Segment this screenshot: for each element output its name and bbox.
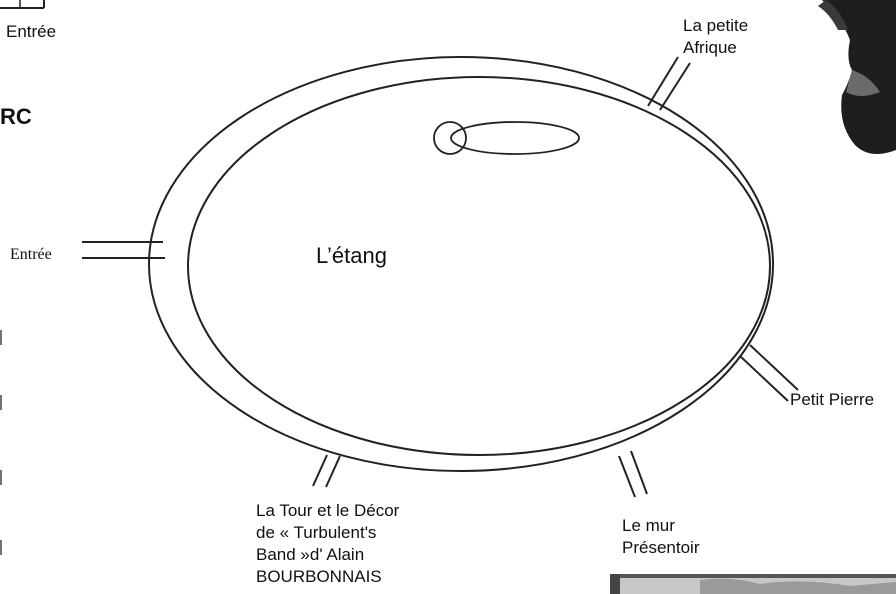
path-ring-outer — [148, 56, 774, 472]
bottom-photo-fragment — [610, 574, 896, 594]
top-left-box-fragment — [0, 0, 45, 9]
la-tour-path — [312, 454, 341, 488]
top-entrance-label: Entrée — [6, 22, 57, 41]
section-title-fragment: RC — [0, 104, 32, 129]
afrique-path — [647, 56, 691, 111]
left-entrance-path — [82, 241, 165, 259]
island-oval — [450, 121, 580, 155]
pond-edge-inner — [187, 76, 771, 456]
le-mur-path — [618, 450, 648, 498]
island-circle — [433, 121, 467, 155]
la-petite-afrique-label: La petite Afrique — [683, 16, 749, 57]
petit-pierre-label: Petit Pierre — [790, 390, 875, 409]
le-mur-label: Le mur Présentoir — [622, 516, 700, 557]
pond-label: L’étang — [316, 243, 387, 268]
la-tour-label: La Tour et le Décor de « Turbulent's Ban… — [256, 501, 400, 586]
left-entrance-label: Entrée — [10, 246, 52, 263]
petit-pierre-path — [739, 344, 799, 402]
figure-photo-fragment — [818, 0, 896, 154]
